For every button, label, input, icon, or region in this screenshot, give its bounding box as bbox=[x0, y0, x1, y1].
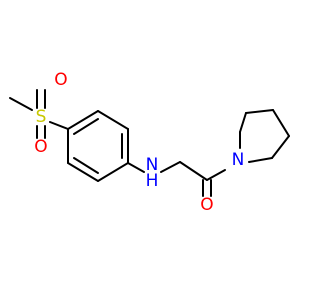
pyrrolidine-nitrogen-label: N bbox=[232, 150, 245, 170]
bond-sulfur-ring bbox=[49, 121, 69, 130]
sulfonyl-oxygen-top-label: O bbox=[54, 70, 67, 90]
bond-methylene-carbonyl bbox=[179, 161, 208, 181]
bond-methyl-sulfur bbox=[9, 97, 33, 111]
sulfonyl-oxygen-bottom-label: O bbox=[34, 137, 47, 157]
bond-ring-inner-1 bbox=[73, 118, 99, 135]
bond-amine-methylene bbox=[160, 161, 181, 173]
amine-hydrogen-label: H bbox=[146, 171, 159, 191]
bond-pyrrolidine-5 bbox=[272, 109, 290, 137]
structure-canvas: S O O N H O N bbox=[9, 70, 290, 215]
bond-carbonyl-pyrrolidine bbox=[206, 169, 226, 181]
atom-labels: S O O N H O N bbox=[34, 70, 244, 215]
bond-ring-2 bbox=[97, 110, 129, 130]
bond-pyrrolidine-4 bbox=[245, 109, 274, 114]
bond-pyrrolidine-3 bbox=[239, 112, 247, 133]
bond-pyrrolidine-6 bbox=[271, 135, 290, 159]
bonds bbox=[9, 89, 290, 197]
molecule-diagram: S O O N H O N bbox=[9, 70, 290, 215]
carbonyl-oxygen-label: O bbox=[200, 195, 213, 215]
bond-pyrrolidine-7 bbox=[248, 157, 273, 163]
bond-ring-amine bbox=[127, 162, 145, 173]
amine-nitrogen-label: N bbox=[146, 155, 159, 175]
sulfur-label: S bbox=[36, 107, 47, 127]
bond-ring-1 bbox=[67, 110, 99, 130]
bond-ring-4 bbox=[97, 162, 129, 182]
bond-ring-inner-3 bbox=[73, 157, 99, 174]
bond-ring-5 bbox=[67, 162, 99, 182]
